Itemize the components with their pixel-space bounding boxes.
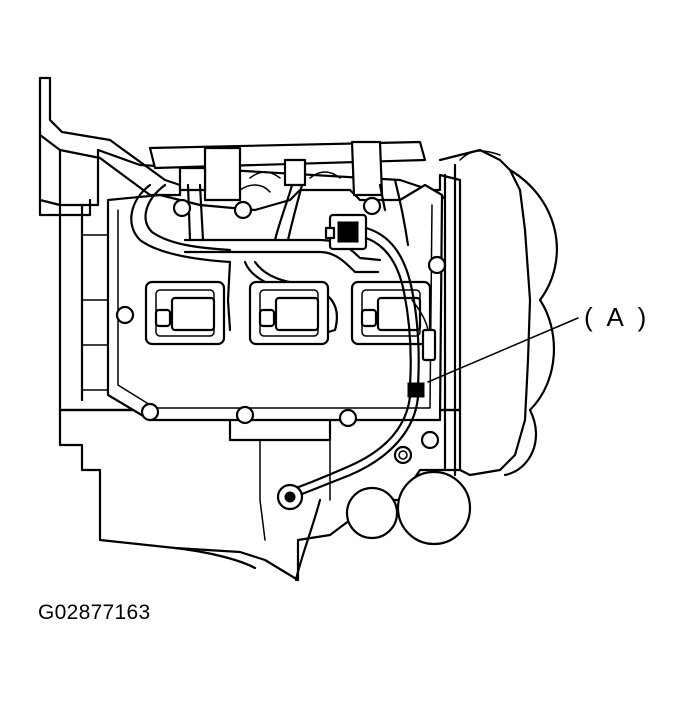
cover-bolts (115, 196, 447, 465)
callout-label: ( A ) (584, 302, 650, 332)
pulleys (345, 470, 472, 546)
lower-engine-block (58, 408, 462, 582)
figure-code: G02877163 (38, 601, 151, 624)
intake-rail (148, 140, 427, 202)
callout-a: ( A ) (427, 302, 650, 383)
timing-cover (438, 148, 558, 477)
sensor-harness (276, 213, 437, 511)
coil-packs (144, 280, 432, 346)
